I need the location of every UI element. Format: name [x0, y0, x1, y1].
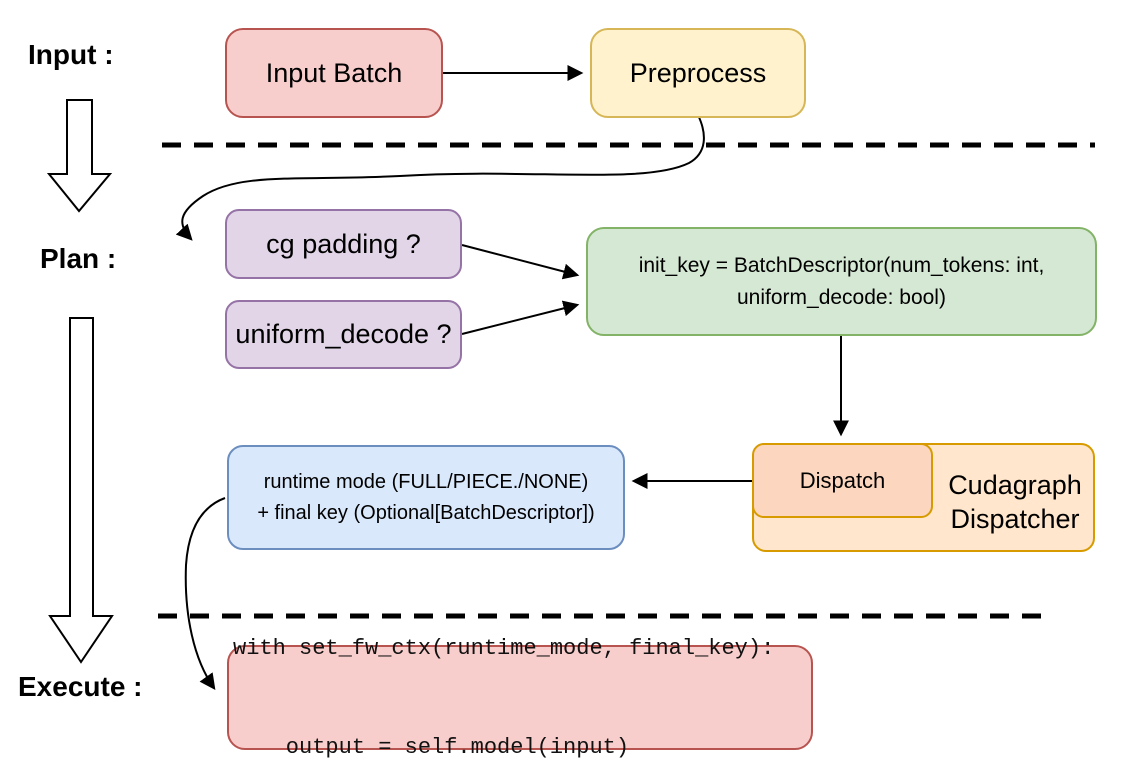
node-uniform-decode-label: uniform_decode ?: [235, 319, 452, 349]
node-preprocess-label: Preprocess: [629, 57, 767, 88]
node-init-key-line1: init_key = BatchDescriptor(num_tokens: i…: [638, 253, 1045, 277]
edge-cg-padding-to-init-key: [461, 244, 580, 280]
node-cg-padding-label: cg padding ?: [266, 228, 421, 259]
node-runtime-mode-line2: + final key (Optional[BatchDescriptor]): [257, 501, 595, 524]
stage-label-plan: Plan :: [40, 243, 117, 274]
edge-uniform-decode-to-init-key: [461, 300, 580, 335]
node-cg-padding: cg padding ?: [225, 209, 462, 279]
node-uniform-decode: uniform_decode ?: [225, 300, 462, 369]
node-dispatch-label: Dispatch: [799, 467, 886, 493]
node-input-batch: Input Batch: [225, 28, 443, 118]
node-input-batch-label: Input Batch: [265, 57, 403, 88]
node-execute-code-line2: output = self.model(input): [233, 734, 630, 760]
node-init-key: init_key = BatchDescriptor(num_tokens: i…: [586, 227, 1097, 336]
node-preprocess: Preprocess: [590, 28, 806, 118]
stage-arrow-plan-to-execute-icon: [48, 317, 114, 664]
node-runtime-mode-line1: runtime mode (FULL/PIECE./NONE): [263, 470, 589, 493]
stage-arrow-input-to-plan-icon: [46, 99, 113, 213]
node-execute-code: with set_fw_ctx(runtime_mode, final_key)…: [227, 636, 813, 760]
stage-label-execute: Execute :: [18, 671, 143, 702]
edge-runtime-mode-to-execute-code: [184, 497, 226, 690]
stage-label-input: Input :: [28, 39, 114, 70]
node-dispatch: Dispatch: [752, 443, 933, 518]
node-cudagraph-dispatcher-label: Cudagraph Dispatcher: [948, 470, 1082, 534]
node-execute-code-line1: with set_fw_ctx(runtime_mode, final_key)…: [233, 635, 775, 661]
node-init-key-line2: uniform_decode: bool): [737, 285, 946, 309]
node-runtime-mode: runtime mode (FULL/PIECE./NONE) + final …: [227, 445, 625, 550]
